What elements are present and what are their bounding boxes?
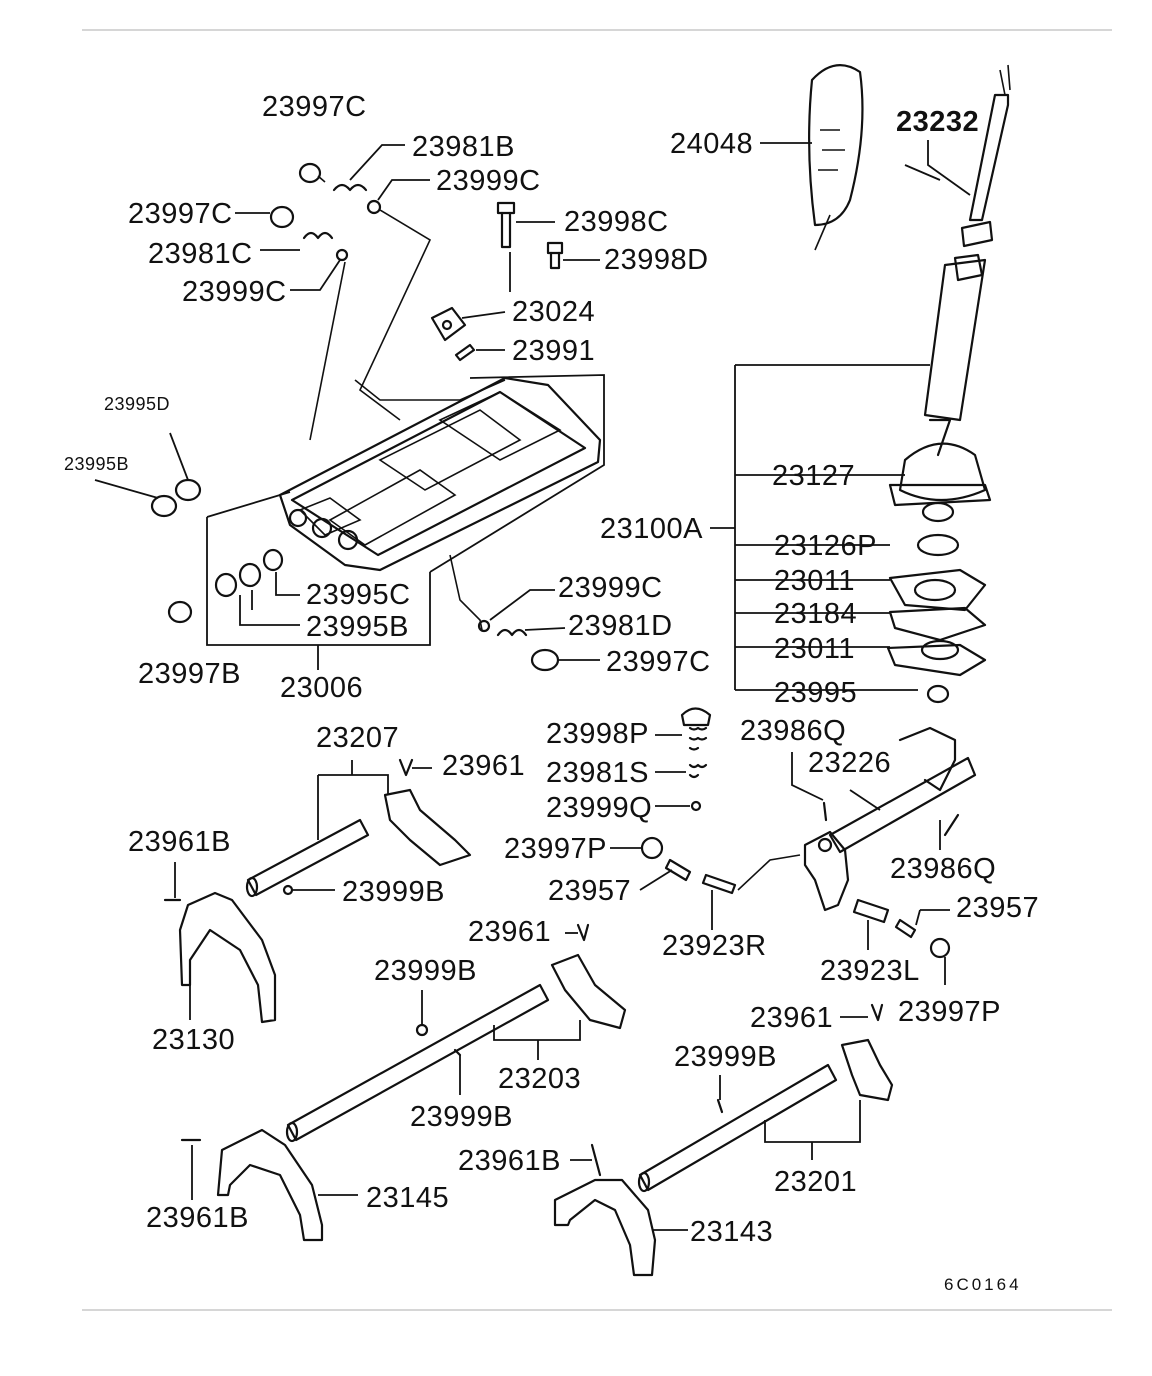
part-label-23997C: 23997C	[606, 646, 711, 678]
shift-cover-housing	[278, 376, 602, 572]
part-label-23981C: 23981C	[148, 238, 253, 270]
part-label-23999Q: 23999Q	[546, 792, 653, 824]
part-label-23226: 23226	[808, 747, 892, 779]
shift-rail-23201	[637, 1003, 894, 1193]
bracket-23006	[206, 491, 431, 670]
part-label-23961: 23961	[468, 916, 552, 948]
part-label-23011: 23011	[774, 565, 855, 597]
part-label-23981D: 23981D	[568, 610, 673, 642]
part-label-23995: 23995	[774, 677, 858, 709]
diagram-code: 6C0164	[944, 1275, 1022, 1294]
part-label-23024: 23024	[512, 296, 596, 328]
part-label-23981B: 23981B	[412, 131, 515, 163]
part-label-23995C: 23995C	[306, 579, 411, 611]
part-label-23143: 23143	[690, 1216, 774, 1248]
part-label-23995B: 23995B	[306, 611, 409, 643]
part-label-23997P: 23997P	[898, 996, 1001, 1028]
shift-knob-24048	[760, 64, 864, 251]
shift-rail-23203	[285, 923, 627, 1143]
part-label-23998P: 23998P	[546, 718, 649, 750]
part-label-23011: 23011	[774, 633, 855, 665]
part-label-23999C: 23999C	[182, 276, 287, 308]
shift-lever-23226	[791, 726, 977, 985]
part-label-23100A: 23100A	[600, 513, 703, 545]
part-label-23998C: 23998C	[564, 206, 669, 238]
part-label-23130: 23130	[152, 1024, 236, 1056]
part-label-23961: 23961	[442, 750, 526, 782]
part-label-23981S: 23981S	[546, 757, 649, 789]
plug-assembly-23998P	[610, 707, 801, 930]
part-label-23998D: 23998D	[604, 244, 709, 276]
part-label-23997B: 23997B	[138, 658, 241, 690]
part-label-23145: 23145	[366, 1182, 450, 1214]
shift-fork-23145	[180, 1128, 358, 1242]
part-label-23997C: 23997C	[128, 198, 233, 230]
part-label-23961B: 23961B	[146, 1202, 249, 1234]
part-label-23999C: 23999C	[558, 572, 663, 604]
bracket-23991-housing	[429, 374, 605, 573]
bolts-23998	[496, 201, 600, 292]
part-label-23232: 23232	[896, 106, 980, 138]
part-label-23997P: 23997P	[504, 833, 607, 865]
part-label-23961B: 23961B	[458, 1145, 561, 1177]
part-label-23995D: 23995D	[104, 394, 171, 414]
part-label-23957: 23957	[956, 892, 1040, 924]
part-label-23207: 23207	[316, 722, 400, 754]
part-label-23201: 23201	[774, 1166, 858, 1198]
part-label-23986Q: 23986Q	[890, 853, 997, 885]
part-label-23127: 23127	[772, 460, 856, 492]
part-label-23184: 23184	[774, 598, 858, 630]
part-label-23999B: 23999B	[374, 955, 477, 987]
bracket-23100A	[710, 364, 930, 691]
part-label-23995B: 23995B	[64, 454, 130, 474]
part-label-23006: 23006	[280, 672, 364, 704]
small-parts-mid-right	[449, 554, 600, 672]
part-label-23961B: 23961B	[128, 826, 231, 858]
shift-rail-23207	[245, 758, 472, 898]
shift-fork-23143	[553, 1143, 688, 1277]
part-label-23126P: 23126P	[774, 530, 877, 562]
part-label-24048: 24048	[670, 128, 754, 160]
part-label-23923L: 23923L	[820, 955, 920, 987]
shift-fork-23130	[163, 862, 277, 1024]
part-label-23999B: 23999B	[674, 1041, 777, 1073]
stacked-plates	[886, 533, 987, 704]
part-label-23999B: 23999B	[410, 1101, 513, 1133]
part-label-23986Q: 23986Q	[740, 715, 847, 747]
bushings-left	[94, 432, 300, 626]
part-label-23999B: 23999B	[342, 876, 445, 908]
small-parts-top-left	[235, 144, 432, 441]
part-label-23961: 23961	[750, 1002, 834, 1034]
part-label-23997C: 23997C	[262, 91, 367, 123]
part-label-23203: 23203	[498, 1063, 582, 1095]
part-label-23991: 23991	[512, 335, 596, 367]
part-label-23999C: 23999C	[436, 165, 541, 197]
part-label-23957: 23957	[548, 875, 632, 907]
plate-23024	[430, 306, 506, 362]
shift-lever-23232	[904, 64, 1011, 457]
lever-base-23127	[888, 442, 992, 523]
part-label-23923R: 23923R	[662, 930, 767, 962]
